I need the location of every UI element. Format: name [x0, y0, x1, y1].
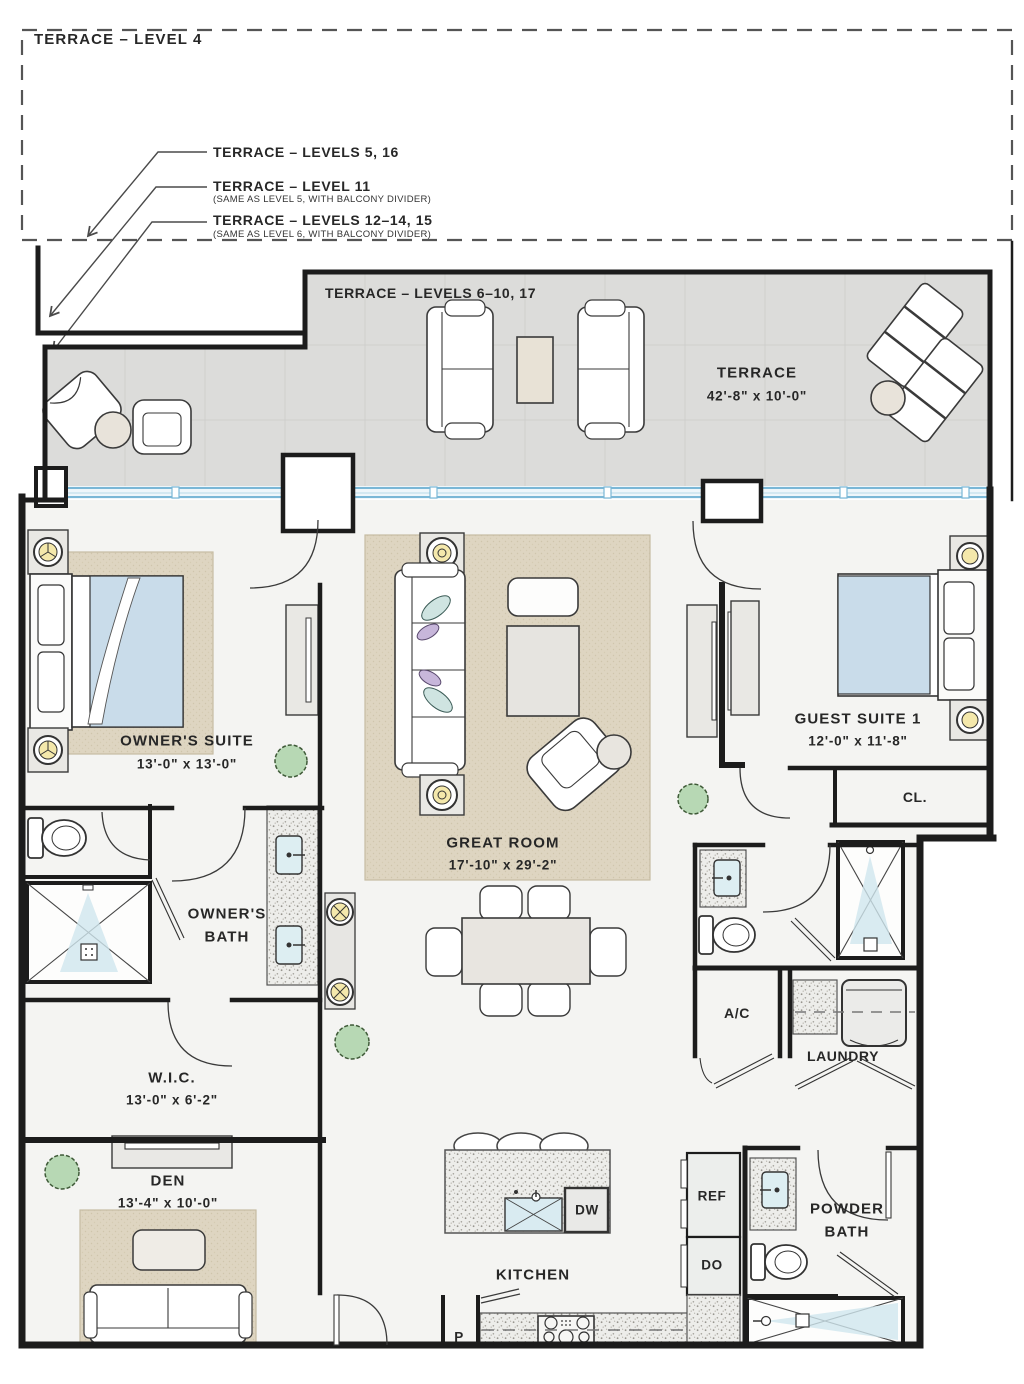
- great-room-end-table-bottom: [419, 774, 465, 816]
- owners-bath-name-line2: BATH: [204, 928, 250, 946]
- owner-toilet: [27, 817, 87, 859]
- owners-bath-name-line1: OWNER'S: [187, 905, 267, 923]
- great-room-ottoman: [507, 577, 579, 617]
- kitchen-name: KITCHEN: [495, 1266, 571, 1284]
- wic-dims: 13'-0" x 6'-2": [126, 1092, 218, 1108]
- guest-shower: [790, 840, 905, 962]
- den-name: DEN: [150, 1172, 186, 1190]
- terrace-door-block-great-room: [280, 452, 356, 534]
- terrace-level4-label: TERRACE – LEVEL 4: [34, 31, 203, 48]
- owner-dresser: [285, 604, 319, 716]
- great-room-sofa: [394, 562, 466, 778]
- terrace-lounge-chairs: [866, 282, 984, 443]
- callout-level-11: TERRACE – LEVEL 11: [213, 178, 371, 194]
- terrace-armchair-left2: [132, 399, 192, 455]
- guest-suite-name: GUEST SUITE 1: [794, 710, 922, 728]
- laundry-counter: [792, 979, 838, 1035]
- tv-consoles: [686, 600, 760, 738]
- great-room-console: [324, 892, 356, 1010]
- powder-toilet: [750, 1243, 808, 1281]
- owner-nightstand-top: [27, 529, 69, 575]
- dishwasher-label: DW: [575, 1202, 599, 1218]
- owner-nightstand-bottom: [27, 727, 69, 773]
- wic-name: W.I.C.: [148, 1069, 196, 1087]
- owner-shower: [25, 877, 185, 984]
- door-swings: [101, 519, 892, 1346]
- powder-bath-line1: POWDER: [809, 1200, 885, 1218]
- callout-levels-12-15-note: (SAME AS LEVEL 6, WITH BALCONY DIVIDER): [213, 229, 432, 240]
- kitchen-counter: [479, 1312, 689, 1346]
- double-oven-label: DO: [701, 1257, 723, 1273]
- kitchen-island: [444, 1132, 611, 1234]
- guest-toilet: [698, 915, 756, 955]
- ac-label: A/C: [724, 1005, 750, 1021]
- terrace-side-table-left: [94, 411, 132, 449]
- terrace-name: TERRACE: [716, 364, 798, 382]
- ref-do-cabinets: [680, 1151, 742, 1346]
- walls: [18, 240, 1014, 1349]
- plant-owners-suite: [274, 744, 308, 778]
- callout-levels-12-15: TERRACE – LEVELS 12–14, 15: [213, 212, 433, 228]
- callout-level-11-note: (SAME AS LEVEL 5, WITH BALCONY DIVIDER): [213, 194, 432, 205]
- plant-wic: [334, 1024, 370, 1060]
- guest-nightstand-bottom: [949, 699, 991, 741]
- ref-label: REF: [697, 1188, 727, 1204]
- callout-levels-5-16: TERRACE – LEVELS 5, 16: [213, 144, 399, 160]
- terrace-sofa-2: [577, 299, 645, 440]
- plant-den: [44, 1154, 80, 1190]
- great-room-table: [506, 625, 580, 717]
- dining-set: [425, 885, 627, 1017]
- owners-suite-dims: 13'-0" x 13'-0": [136, 756, 238, 772]
- closet-label: CL.: [902, 789, 928, 805]
- owner-bed: [29, 573, 184, 731]
- owners-suite-name: OWNER'S SUITE: [120, 732, 254, 750]
- terrace-door-block-hall: [700, 478, 764, 524]
- powder-bath-line2: BATH: [824, 1223, 870, 1241]
- pantry-label: P: [454, 1329, 464, 1345]
- owner-vanity: [266, 805, 319, 986]
- powder-vanity: [749, 1157, 797, 1231]
- great-room-name: GREAT ROOM: [446, 834, 560, 852]
- terrace-sofa-1: [426, 299, 494, 440]
- plant-hall: [677, 783, 709, 815]
- den-sofa: [83, 1284, 253, 1344]
- washer-dryer: [841, 979, 907, 1047]
- great-room-armchair: [526, 717, 623, 812]
- guest-suite-dims: 12'-0" x 11'-8": [808, 733, 908, 749]
- terrace-level4-outline: [20, 28, 1014, 242]
- ac-door: [699, 1053, 775, 1089]
- great-room-side-table: [596, 734, 632, 770]
- den-coffee-table: [132, 1229, 206, 1271]
- den-dims: 13'-4" x 10'-0": [117, 1195, 219, 1211]
- window-wall: [58, 486, 988, 499]
- terrace-coffee-table: [516, 336, 554, 404]
- great-room-dims: 17'-10" x 29'-2": [448, 857, 558, 873]
- laundry-bifold-doors: [794, 1057, 916, 1090]
- terrace-levels-6-10-label: TERRACE – LEVELS 6–10, 17: [325, 285, 537, 301]
- laundry-label: LAUNDRY: [806, 1048, 880, 1064]
- callout-leader-lines: [48, 151, 207, 353]
- guest-vanity: [699, 849, 747, 908]
- terrace-dims: 42'-8" x 10'-0": [706, 388, 808, 404]
- guest-bed: [837, 569, 989, 701]
